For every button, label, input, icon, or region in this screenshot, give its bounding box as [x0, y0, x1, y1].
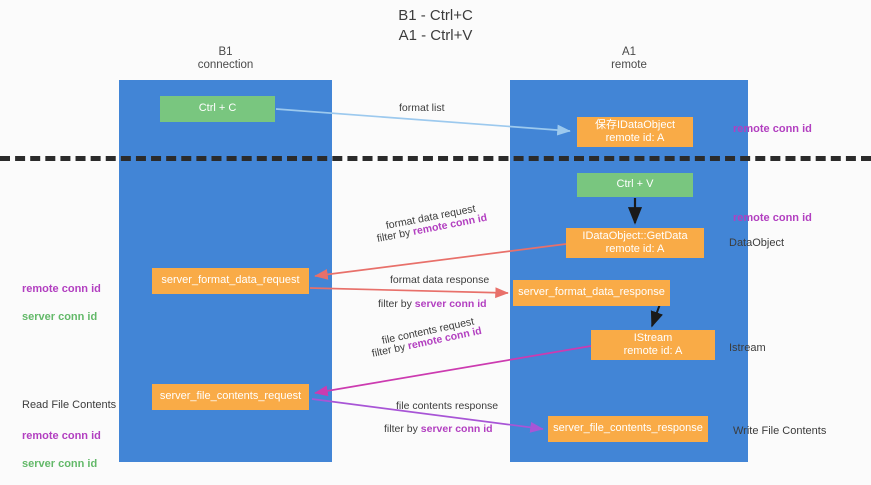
connector-file-contents-response	[311, 398, 544, 433]
side-label-remote-conn-id: remote conn id	[22, 430, 101, 442]
connector-file-contents-request	[314, 345, 592, 397]
node-server-format-data-response[interactable]: server_format_data_response	[513, 280, 670, 306]
edge-label-format-data-response-filter: filter by server conn id	[378, 298, 487, 310]
node-server-format-data-request[interactable]: server_format_data_request	[152, 268, 309, 294]
side-label-server-conn-id: server conn id	[22, 311, 98, 323]
phase-divider	[0, 156, 871, 161]
node-server-file-contents-request[interactable]: server_file_contents_request	[152, 384, 309, 410]
page-title: B1 - Ctrl+C A1 - Ctrl+V	[398, 7, 473, 44]
node-ctrl-c[interactable]: Ctrl + C	[160, 96, 275, 122]
side-label-remote-conn-id-top: remote conn id	[733, 123, 812, 135]
side-label-group-format: remote conn id server conn id	[22, 268, 101, 338]
side-label-remote-conn-id-mid: remote conn id	[733, 212, 812, 224]
lane-header-b1: B1 connection	[197, 46, 254, 71]
edge-label-format-list: format list	[399, 102, 445, 114]
filter-key-server-conn-id: server conn id	[420, 423, 493, 435]
filter-prefix: filter by	[378, 298, 415, 310]
edge-label-file-contents-response-filter: filter by server conn id	[384, 423, 493, 435]
filter-key-server-conn-id: server conn id	[414, 298, 487, 310]
node-idataobject-getdata[interactable]: IDataObject::GetData remote id: A	[566, 228, 704, 258]
node-ctrl-v[interactable]: Ctrl + V	[577, 173, 693, 197]
side-label-read-file-contents: Read File Contents	[22, 399, 117, 411]
node-dataobject-remote[interactable]: 保存IDataObject remote id: A	[577, 117, 693, 147]
side-label-dataobject: DataObject	[729, 237, 785, 249]
lane-header-a1: A1 remote	[611, 46, 647, 71]
connector-format-data-response	[309, 287, 509, 299]
side-label-remote-conn-id: remote conn id	[22, 283, 101, 295]
connector-format-list	[275, 108, 571, 136]
edge-label-format-data-response: format data response	[390, 274, 490, 286]
connector-format-data-request	[314, 243, 567, 280]
edge-label-file-contents-response: file contents response	[396, 400, 499, 412]
diagram-canvas: B1 - Ctrl+C A1 - Ctrl+V B1 connection A1…	[0, 7, 871, 470]
filter-prefix: filter by	[384, 423, 421, 435]
node-istream-remote[interactable]: IStream remote id: A	[591, 330, 715, 360]
side-label-write-file-contents: Write File Contents	[733, 425, 827, 437]
node-server-file-contents-response[interactable]: server_file_contents_response	[548, 416, 708, 442]
side-label-istream: Istream	[729, 342, 766, 354]
